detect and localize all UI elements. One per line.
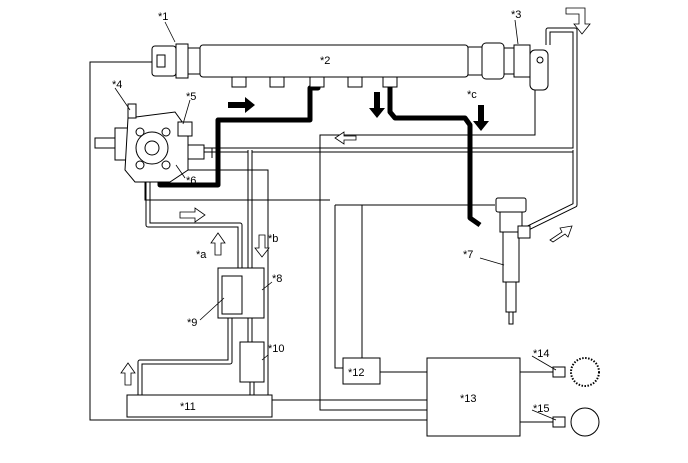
label-b: *b [268, 233, 278, 245]
common-rail [199, 44, 469, 88]
label-10: *10 [268, 343, 285, 355]
label-8: *8 [272, 273, 282, 285]
label-11: *11 [180, 401, 196, 413]
edu-box [342, 357, 381, 385]
label-14: *14 [533, 348, 550, 360]
label-15: *15 [533, 403, 550, 415]
supply-pump [94, 103, 213, 183]
label-a: *a [196, 249, 207, 261]
fuel-heater [239, 341, 265, 383]
return-tube-injector [526, 150, 578, 231]
fuel-tank [126, 394, 273, 418]
label-3: *3 [511, 9, 521, 21]
fuel-filter [217, 267, 265, 319]
label-4: *4 [112, 79, 122, 91]
label-12: *12 [348, 367, 365, 379]
label-2: *2 [320, 55, 330, 67]
leader-lines [114, 19, 557, 421]
arrow-icon-up-a [210, 232, 226, 256]
label-13: *13 [460, 393, 477, 405]
label-6: *6 [186, 175, 196, 187]
arrow-icon-hp-down-right [473, 105, 489, 131]
arrow-icon-top-right [565, 7, 591, 35]
label-c: *c [467, 89, 477, 101]
injector [495, 197, 531, 325]
label-5: *5 [186, 91, 196, 103]
feed-tube-filter-to-tank [137, 318, 233, 395]
hp-line-pump-to-rail [157, 80, 321, 188]
label-1: *1 [158, 11, 168, 23]
camshaft-position-sensor [552, 407, 600, 437]
label-9: *9 [187, 317, 197, 329]
return-tube-upper [185, 27, 578, 153]
label-7: *7 [463, 249, 473, 261]
arrow-icon-injector-return [549, 225, 573, 243]
arrow-icon-down-b [254, 234, 270, 258]
arrow-icon-feed-right [179, 207, 206, 223]
feed-tube-lower [145, 180, 243, 268]
hp-line-rail-to-injector [387, 80, 482, 228]
arrow-icon-hp-right [228, 97, 255, 113]
arrow-icon-return-left [334, 131, 357, 145]
rail-pressure-sensor [151, 43, 201, 79]
pressure-discharge-valve [467, 42, 549, 91]
crankshaft-position-sensor [552, 357, 600, 387]
arrow-icon-hp-down-left [369, 92, 385, 118]
ecm-box [426, 357, 521, 437]
arrow-icon-up-tank [120, 362, 136, 386]
